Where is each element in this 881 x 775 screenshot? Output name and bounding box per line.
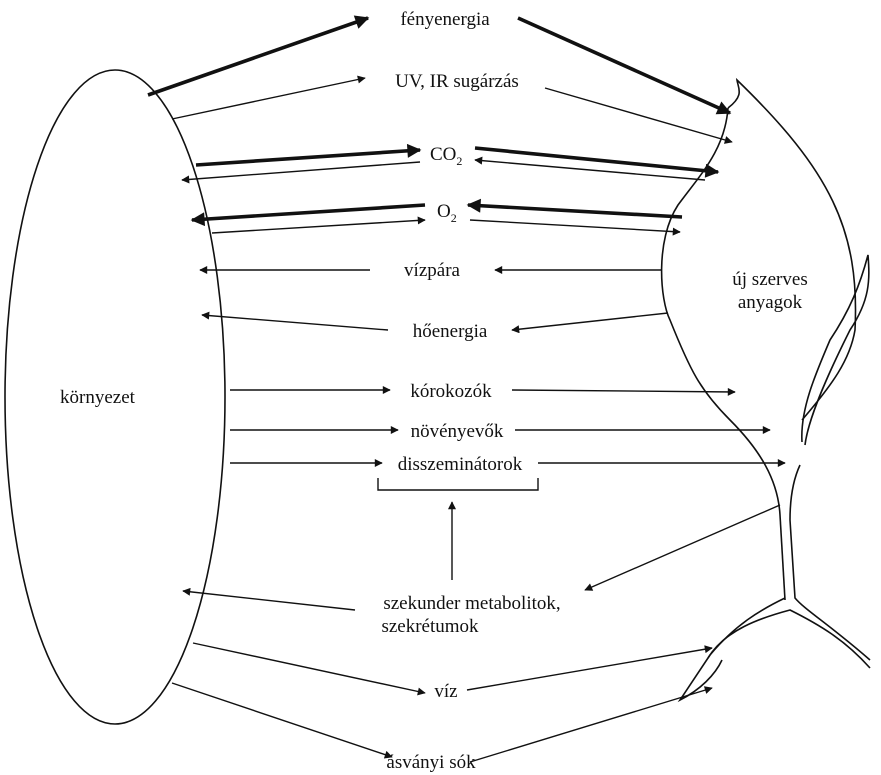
uv-ir-arrow-in — [172, 78, 365, 119]
light-energy-arrow-out — [518, 18, 730, 113]
light-energy-arrow-in — [148, 18, 368, 95]
o2-arrow-env-to-center — [212, 220, 425, 233]
secondary-metabolites-arrow-from-plant — [585, 505, 780, 590]
water-arrow-in — [193, 643, 425, 693]
o2-label-base: O — [437, 201, 451, 222]
uv-ir-label: UV, IR sugárzás — [395, 71, 519, 92]
water-arrow-out — [467, 648, 712, 690]
co2-label: CO2 — [430, 144, 462, 168]
disseminators-bracket — [378, 478, 538, 490]
co2-label-subscript: 2 — [456, 154, 462, 168]
co2-arrow-to-center — [196, 150, 420, 165]
o2-arrow-to-plant — [470, 220, 680, 232]
o2-label-subscript: 2 — [451, 211, 457, 225]
co2-label-base: CO — [430, 144, 456, 165]
water-vapor-label: vízpára — [404, 260, 460, 281]
secondary-metabolites-label-line1: szekunder metabolitok, — [383, 593, 560, 614]
heat-energy-arrow-to-environment — [202, 315, 388, 330]
minerals-label: ásványi sók — [386, 752, 476, 773]
secondary-metabolites-arrow-to-environment — [183, 591, 355, 610]
co2-arrow-back-from-plant — [475, 160, 705, 180]
minerals-arrow-in — [172, 683, 392, 757]
pathogens-arrow-out — [512, 390, 735, 392]
disseminators-label: disszeminátorok — [398, 454, 523, 475]
minerals-arrow-out — [470, 688, 712, 762]
plant-outline — [662, 80, 870, 700]
new-organic-matter-label-line2: anyagok — [738, 292, 803, 313]
o2-arrow-from-plant — [468, 205, 682, 217]
o2-arrow-to-environment — [192, 205, 425, 220]
co2-arrow-to-plant — [475, 148, 718, 172]
uv-ir-arrow-out — [545, 88, 732, 142]
new-organic-matter-label-line1: új szerves — [732, 269, 807, 290]
heat-energy-arrow-from-plant — [512, 313, 668, 330]
pathogens-label: kórokozók — [410, 381, 492, 402]
secondary-metabolites-label-line2: szekrétumok — [381, 616, 479, 637]
herbivores-label: növényevők — [411, 421, 504, 442]
heat-energy-label: hőenergia — [413, 321, 488, 342]
o2-label: O2 — [437, 201, 457, 225]
water-label: víz — [434, 681, 457, 702]
environment-label: környezet — [60, 387, 136, 408]
light-energy-label: fényenergia — [400, 9, 490, 30]
